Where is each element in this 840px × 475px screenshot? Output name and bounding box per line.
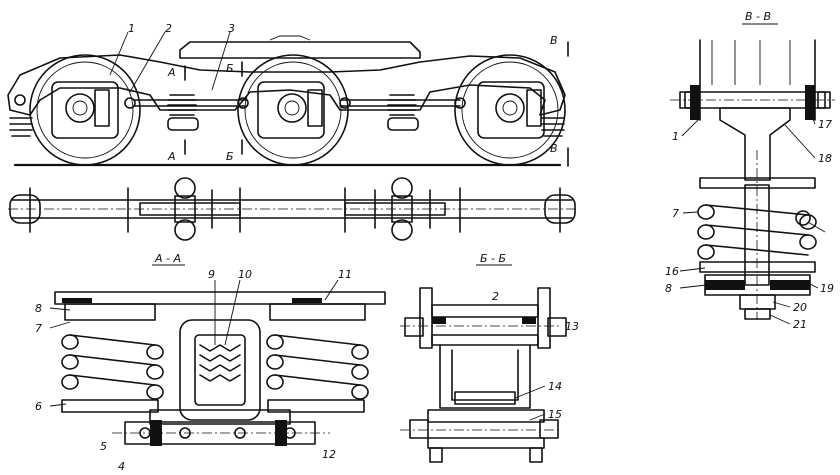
svg-text:5: 5	[100, 440, 107, 453]
svg-text:6: 6	[35, 400, 42, 413]
svg-text:А - А: А - А	[154, 252, 181, 265]
svg-text:17: 17	[818, 118, 832, 131]
section-b-b: Б - Б 2 13 14 15	[400, 252, 579, 463]
svg-text:Б: Б	[226, 62, 234, 75]
svg-text:14: 14	[548, 380, 562, 393]
svg-text:8: 8	[35, 302, 42, 315]
svg-text:В: В	[550, 142, 558, 155]
svg-text:18: 18	[818, 152, 832, 165]
aa-spring-right	[266, 303, 369, 413]
svg-text:А: А	[167, 150, 176, 163]
svg-text:1: 1	[128, 22, 135, 35]
svg-text:2: 2	[492, 290, 499, 303]
svg-text:20: 20	[793, 301, 807, 314]
svg-text:2: 2	[165, 22, 172, 35]
cut-mark-a: А А	[167, 65, 186, 163]
svg-text:Б - Б: Б - Б	[480, 252, 506, 265]
wheel-middle	[237, 54, 349, 166]
svg-text:12: 12	[322, 448, 336, 461]
aa-spring-left	[61, 303, 164, 413]
svg-text:9: 9	[208, 268, 215, 281]
svg-text:16: 16	[665, 265, 679, 278]
section-a-a: А - А	[35, 252, 386, 473]
svg-text:3: 3	[228, 22, 235, 35]
svg-text:А: А	[167, 66, 176, 79]
svg-text:8: 8	[665, 282, 672, 295]
cut-mark-v: В В	[550, 34, 569, 167]
svg-text:В - В: В - В	[745, 10, 771, 23]
svg-text:11: 11	[338, 268, 352, 281]
svg-text:Б: Б	[226, 150, 234, 163]
cut-mark-b: Б Б	[226, 61, 243, 163]
section-v-v: В - В 1 7 16 8	[665, 10, 835, 331]
wheel-left	[29, 54, 141, 166]
svg-text:10: 10	[238, 268, 252, 281]
svg-text:15: 15	[548, 408, 562, 421]
svg-text:1: 1	[672, 130, 679, 143]
wheel-right	[454, 54, 566, 166]
axle-box-right	[477, 81, 545, 139]
axle-box-middle	[257, 81, 325, 139]
side-spring-right	[387, 94, 419, 131]
svg-text:7: 7	[35, 322, 42, 335]
axle-box-left	[51, 81, 119, 139]
bogie-plan-view	[8, 177, 578, 241]
svg-text:19: 19	[820, 282, 834, 295]
svg-text:4: 4	[118, 460, 125, 473]
svg-text:13: 13	[565, 320, 579, 333]
bogie-side-view: А А Б Б В В 1 2 3	[7, 22, 569, 167]
aa-center-bolster	[179, 319, 261, 421]
svg-text:В: В	[550, 34, 558, 47]
side-spring-left	[167, 94, 199, 131]
svg-text:21: 21	[793, 318, 807, 331]
svg-text:7: 7	[672, 207, 679, 220]
